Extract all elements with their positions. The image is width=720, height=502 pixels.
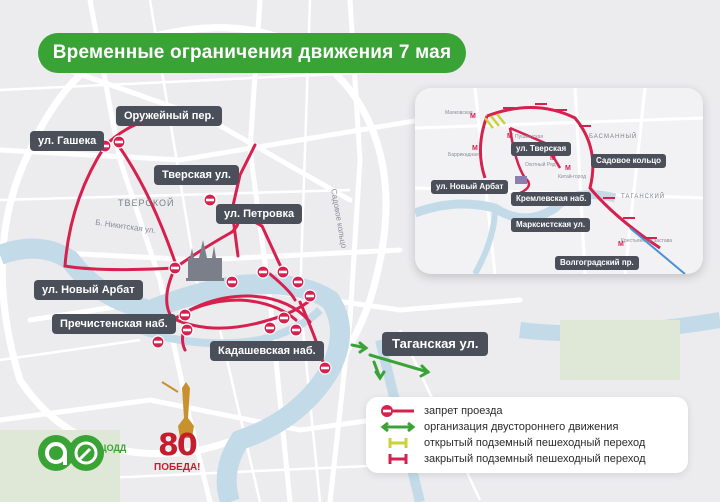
no-entry-sign xyxy=(178,308,192,322)
open-crossing-legend-icon xyxy=(388,438,408,448)
no-entry-sign xyxy=(276,265,290,279)
no-entry-sign xyxy=(256,265,270,279)
label-petrovka: ул. Петровка xyxy=(216,204,303,224)
legend-no-entry: запрет проезда xyxy=(424,405,503,417)
label-prechistenskaya: Пречистенская наб. xyxy=(52,314,176,334)
cdd-logo-text: ЦОДД xyxy=(100,443,127,453)
label-gasheka: ул. Гашека xyxy=(30,131,105,151)
no-entry-sign xyxy=(151,335,165,349)
inset-label-volgogradsky: Волгоградский пр. xyxy=(555,256,639,270)
no-entry-sign xyxy=(291,275,305,289)
legend-two-way: организация двустороннего движения xyxy=(424,421,619,433)
label-novy-arbat: ул. Новый Арбат xyxy=(34,280,143,300)
inset-station-mayakovskaya: Маяковская xyxy=(445,110,473,116)
inset-label-sadovoe: Садовое кольцо xyxy=(591,154,667,168)
inset-station-krestyanskaya: Крестьянская застава xyxy=(621,238,672,244)
svg-text:M: M xyxy=(618,241,624,248)
label-oruzheyny: Оружейный пер. xyxy=(116,106,223,126)
district-tverskoy: ТВЕРСКОЙ xyxy=(118,198,175,208)
two-way-legend-icon xyxy=(380,421,416,433)
closed-crossing-legend-icon xyxy=(388,454,408,464)
kremlin-icon xyxy=(186,240,224,281)
svg-text:M: M xyxy=(565,165,571,172)
no-entry-sign xyxy=(263,321,277,335)
inset-station-okhotny: Охотный Ряд xyxy=(525,162,556,168)
no-entry-markers xyxy=(98,135,332,375)
victory-80-logo: 80 ПОБЕДА! xyxy=(152,378,220,478)
inset-station-pushkinskaya: Пушкинская xyxy=(515,134,544,140)
cdd-logo-icon xyxy=(68,435,104,471)
page-title: Временные ограничения движения 7 мая xyxy=(38,33,466,73)
victory-80-number: 80 xyxy=(158,428,198,463)
no-entry-sign xyxy=(203,193,217,207)
legend-closed-crossing: закрытый подземный пешеходный переход xyxy=(424,453,646,465)
inset-label-novy-arbat: ул. Новый Арбат xyxy=(431,180,509,194)
svg-text:M: M xyxy=(472,145,478,152)
label-taganskaya: Таганская ул. xyxy=(382,332,489,356)
no-entry-sign xyxy=(303,289,317,303)
inset-map: M M M M M M БАСМАННЫЙ ТАГАНСКИЙ Маяковская Пу… xyxy=(415,88,703,274)
no-entry-sign xyxy=(180,323,194,337)
no-entry-sign xyxy=(225,275,239,289)
inset-station-kitay: Китай-город xyxy=(558,174,587,180)
svg-text:M: M xyxy=(550,155,556,162)
no-entry-legend-icon xyxy=(381,405,414,417)
no-entry-sign xyxy=(277,311,291,325)
inset-district-tagansky: ТАГАНСКИЙ xyxy=(621,194,666,200)
no-entry-sign xyxy=(318,361,332,375)
two-way-traffic-arrows xyxy=(350,341,431,381)
inset-station-barrikadnaya: Баррикадная xyxy=(448,152,479,158)
svg-text:M: M xyxy=(470,113,476,120)
inset-label-tverskaya: ул. Тверская xyxy=(511,142,572,156)
inset-district-basmanny: БАСМАННЫЙ xyxy=(589,134,638,140)
victory-word: ПОБЕДА! xyxy=(154,462,201,473)
inset-label-kremlevskaya: Кремлевская наб. xyxy=(511,192,592,206)
legend: запрет проезда организация двустороннего… xyxy=(366,397,688,473)
label-kadashevskaya: Кадашевская наб. xyxy=(210,341,324,361)
label-tverskaya: Тверская ул. xyxy=(154,165,239,185)
inset-label-marksistskaya: Марксистская ул. xyxy=(511,218,591,232)
legend-open-crossing: открытый подземный пешеходный переход xyxy=(424,437,646,449)
no-entry-sign xyxy=(112,135,126,149)
no-entry-sign xyxy=(168,261,182,275)
svg-text:M: M xyxy=(507,133,513,140)
no-entry-sign xyxy=(289,323,303,337)
